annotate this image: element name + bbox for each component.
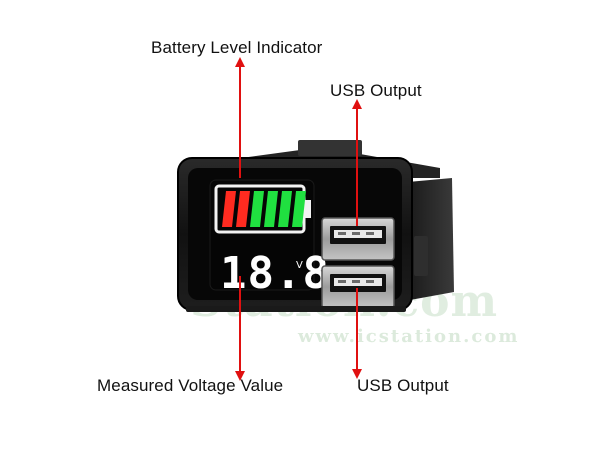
battery-terminal	[304, 200, 311, 218]
battery-segments	[222, 191, 306, 227]
top-clip	[298, 140, 362, 156]
label-usb-output-bottom: USB Output	[357, 376, 449, 395]
usb-port-bottom	[321, 265, 395, 309]
label-usb-output-top: USB Output	[330, 81, 422, 100]
label-battery-level: Battery Level Indicator	[151, 38, 323, 57]
battery-segment-green	[264, 191, 278, 227]
device-base	[186, 306, 406, 312]
battery-segment-red	[222, 191, 236, 227]
voltage-reading: 18.8	[220, 248, 330, 299]
battery-segment-green	[250, 191, 264, 227]
voltage-unit: V	[296, 260, 303, 271]
label-measured-voltage: Measured Voltage Value	[97, 376, 284, 395]
side-latch	[414, 236, 428, 276]
battery-segment-red	[236, 191, 250, 227]
battery-segment-green	[278, 191, 292, 227]
watermark-sub: www.icstation.com	[298, 326, 520, 347]
battery-segment-green	[292, 191, 306, 227]
